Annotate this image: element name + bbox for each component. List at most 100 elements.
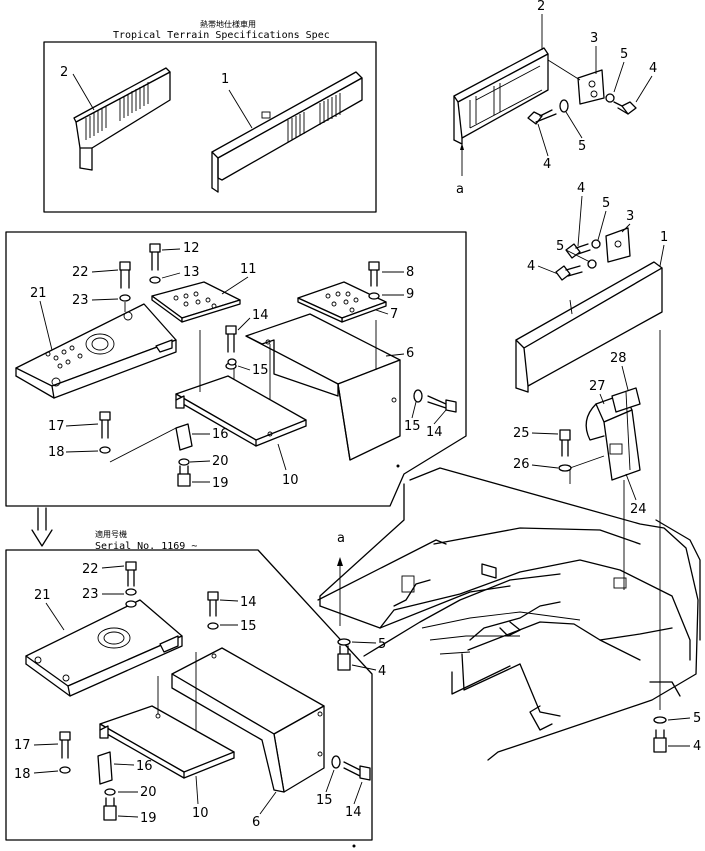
tropical-caption-en: Tropical Terrain Specifications Spec bbox=[113, 30, 330, 41]
callout-mb-20: 20 bbox=[212, 454, 229, 469]
serial-caption-en: Serial No. 1169 ~ bbox=[95, 541, 197, 552]
callout-lb-6: 6 bbox=[252, 815, 260, 830]
callout-fr-5a: 5 bbox=[378, 637, 386, 652]
callout-lb-15b: 15 bbox=[316, 793, 333, 808]
upper-right-grille-assembly bbox=[453, 47, 637, 176]
callout-mr-1: 1 bbox=[660, 230, 668, 245]
callout-mr-28: 28 bbox=[610, 351, 627, 366]
callout-fr-4b: 4 bbox=[693, 739, 701, 754]
callout-mr-4b: 4 bbox=[527, 259, 535, 274]
serial-bracket-part-16 bbox=[97, 751, 113, 785]
callout-ur-4b: 4 bbox=[543, 157, 551, 172]
callout-mr-5b: 5 bbox=[556, 239, 564, 254]
callout-mb-21: 21 bbox=[30, 286, 47, 301]
callout-lb-14a: 14 bbox=[240, 595, 257, 610]
callout-lb-23: 23 bbox=[82, 587, 99, 602]
callout-mb-11: 11 bbox=[240, 262, 257, 277]
bolt-mb-19 bbox=[177, 465, 191, 487]
callout-lb-21: 21 bbox=[34, 588, 51, 603]
serial-washer-20 bbox=[104, 788, 116, 796]
serial-bolt-14b bbox=[331, 755, 371, 781]
bolt-mb-22 bbox=[119, 261, 131, 312]
plate-part-21 bbox=[15, 303, 177, 399]
serial-bolt-22 bbox=[125, 561, 137, 608]
callout-lb-17: 17 bbox=[14, 738, 31, 753]
tropical-spec-box: 熱帯地仕様車用 Tropical Terrain Specifications … bbox=[43, 19, 377, 213]
callout-lb-18: 18 bbox=[14, 767, 31, 782]
bolt-ur-4a bbox=[605, 93, 637, 115]
serial-bolt-17 bbox=[59, 731, 71, 774]
callout-mr-24: 24 bbox=[630, 502, 647, 517]
leader-tr-1 bbox=[228, 89, 253, 129]
washer-mb-15a bbox=[227, 358, 237, 366]
tropical-cover-part-1 bbox=[211, 71, 363, 193]
callout-mb-16: 16 bbox=[212, 427, 229, 442]
bolt-mb-8 bbox=[368, 261, 380, 300]
callout-fr-4a: 4 bbox=[378, 664, 386, 679]
leader-tr-2 bbox=[72, 73, 95, 111]
callout-mb-8: 8 bbox=[406, 265, 414, 280]
callout-lb-10: 10 bbox=[192, 806, 209, 821]
callout-mb-18: 18 bbox=[48, 445, 65, 460]
main-assembly-box bbox=[5, 231, 467, 507]
callout-ur-4a: 4 bbox=[649, 61, 657, 76]
tropical-caption-jp: 熱帯地仕様車用 bbox=[200, 19, 256, 29]
callout-lb-14b: 14 bbox=[345, 805, 362, 820]
callout-mb-22: 22 bbox=[72, 265, 89, 280]
bracket-part-16 bbox=[109, 423, 193, 463]
callout-mb-10: 10 bbox=[282, 473, 299, 488]
callout-lb-22: 22 bbox=[82, 562, 99, 577]
down-arrow bbox=[31, 507, 53, 547]
callout-mb-9: 9 bbox=[406, 287, 414, 302]
bolt-mb-17 bbox=[99, 411, 111, 454]
callout-mr-3: 3 bbox=[626, 209, 634, 224]
callout-tr-2: 2 bbox=[60, 65, 68, 80]
serial-plate-part-21 bbox=[25, 599, 183, 697]
plate-part-11 bbox=[151, 281, 241, 323]
callout-mb-6: 6 bbox=[406, 346, 414, 361]
callout-ur-2: 2 bbox=[537, 0, 545, 14]
bolt-mb-14b bbox=[413, 389, 457, 413]
callout-lb-19: 19 bbox=[140, 811, 157, 826]
callout-lb-16: 16 bbox=[136, 759, 153, 774]
tropical-spec-frame bbox=[43, 41, 377, 213]
callout-tr-1: 1 bbox=[221, 72, 229, 87]
callout-fr-5b: 5 bbox=[693, 711, 701, 726]
callout-mb-7: 7 bbox=[390, 307, 398, 322]
washer-mb-20 bbox=[178, 458, 190, 466]
serial-caption-jp: 適用号機 bbox=[95, 529, 127, 539]
serial-bolt-14a bbox=[207, 591, 219, 630]
serial-bolt-19 bbox=[103, 797, 117, 821]
tropical-grille-part-2 bbox=[73, 67, 171, 171]
view-marker-ur-a: a bbox=[456, 182, 464, 197]
callout-mb-15a: 15 bbox=[252, 363, 269, 378]
callout-mr-25: 25 bbox=[513, 426, 530, 441]
callout-mr-26: 26 bbox=[513, 457, 530, 472]
bolt-mb-12 bbox=[149, 243, 161, 284]
serial-assembly-frame bbox=[5, 549, 373, 841]
serial-cover-part-6 bbox=[171, 647, 325, 793]
view-marker-frame-a: a bbox=[337, 531, 345, 546]
callout-mr-27: 27 bbox=[589, 379, 606, 394]
cover-part-6 bbox=[245, 313, 401, 461]
callout-mb-17: 17 bbox=[48, 419, 65, 434]
plate-part-7 bbox=[297, 281, 387, 323]
revolving-frame bbox=[317, 330, 701, 761]
main-assembly-frame bbox=[5, 231, 467, 507]
callout-mb-19: 19 bbox=[212, 476, 229, 491]
callout-mb-13: 13 bbox=[183, 265, 200, 280]
callout-mb-14b: 14 bbox=[426, 425, 443, 440]
callout-ur-3: 3 bbox=[590, 31, 598, 46]
bolt-ur-4b bbox=[527, 99, 569, 125]
serial-assembly-box: 適用号機 Serial No. 1169 ~ bbox=[5, 529, 373, 841]
callout-lb-15a: 15 bbox=[240, 619, 257, 634]
callout-mb-12: 12 bbox=[183, 241, 200, 256]
callout-mb-14a: 14 bbox=[252, 308, 269, 323]
callout-mr-5a: 5 bbox=[602, 196, 610, 211]
serial-bracket-part-10 bbox=[99, 676, 235, 779]
callout-ur-5b: 5 bbox=[578, 139, 586, 154]
callout-mb-23: 23 bbox=[72, 293, 89, 308]
callout-lb-20: 20 bbox=[140, 785, 157, 800]
